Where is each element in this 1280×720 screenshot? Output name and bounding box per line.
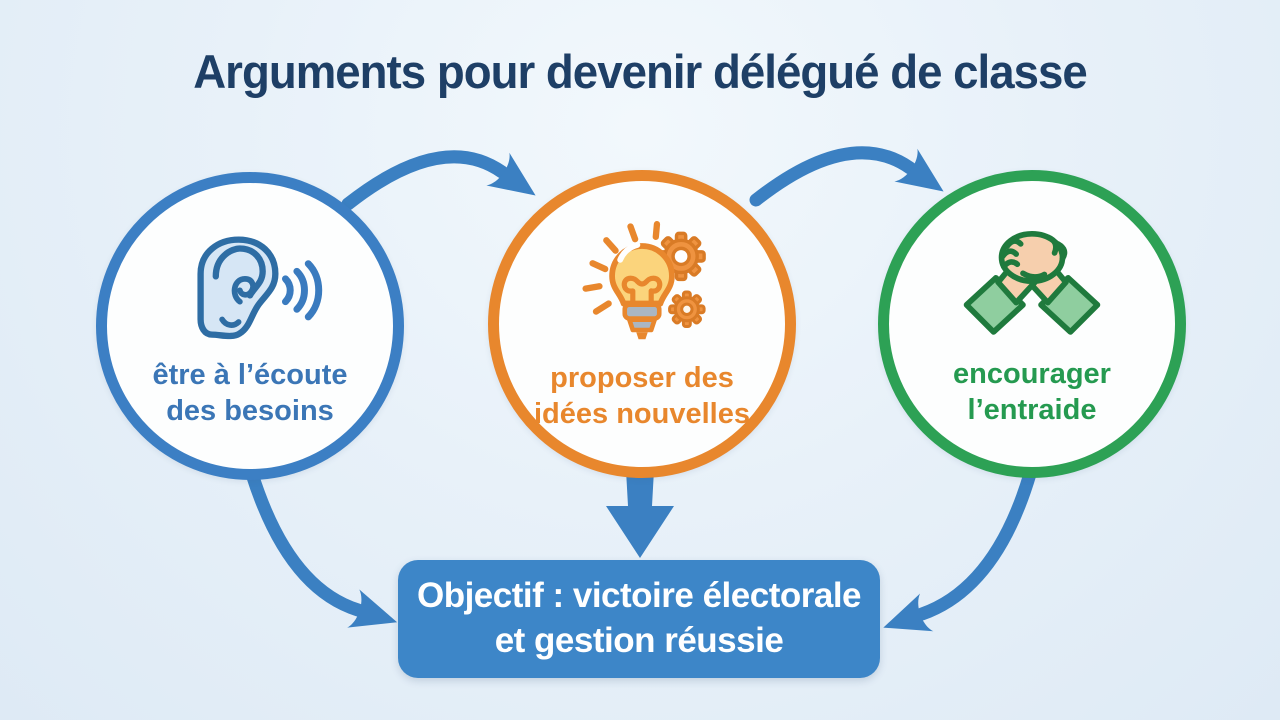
node-label-helping: encourager l’entraide bbox=[953, 357, 1111, 429]
clasped-hands-icon bbox=[963, 231, 1101, 335]
node-label-listen: être à l’écoute des besoins bbox=[152, 358, 347, 430]
objective-line2: et gestion réussie bbox=[494, 621, 784, 660]
arrow-ideas-to-helping bbox=[749, 146, 944, 207]
arrow-listen-to-ideas bbox=[341, 150, 536, 211]
objective-line1: Objectif : victoire électorale bbox=[416, 576, 862, 616]
lightbulb-gears-icon bbox=[582, 221, 706, 340]
ear-icon bbox=[197, 236, 323, 339]
node-label-line2: idées nouvelles bbox=[534, 398, 750, 430]
page-title: Arguments pour devenir délégué de classe bbox=[193, 45, 1088, 98]
node-label-line2: l’entraide bbox=[967, 394, 1097, 426]
node-circle-listen: être à l’écoute des besoins bbox=[96, 172, 404, 480]
objective-box: Objectif : victoire électorale et gestio… bbox=[398, 560, 880, 678]
node-label-line1: proposer des bbox=[550, 362, 734, 395]
arrow-helping-to-objective bbox=[883, 467, 1037, 632]
node-circle-helping: encourager l’entraide bbox=[878, 170, 1186, 478]
node-label-ideas: proposer des idées nouvelles bbox=[534, 361, 750, 433]
node-label-line1: être à l’écoute bbox=[152, 358, 348, 391]
node-circle-ideas: proposer des idées nouvelles bbox=[488, 170, 796, 478]
node-label-line1: encourager bbox=[953, 358, 1111, 391]
arrow-listen-to-objective bbox=[245, 467, 398, 628]
arrow-ideas-to-objective bbox=[606, 470, 674, 558]
node-label-line2: des besoins bbox=[166, 394, 334, 427]
